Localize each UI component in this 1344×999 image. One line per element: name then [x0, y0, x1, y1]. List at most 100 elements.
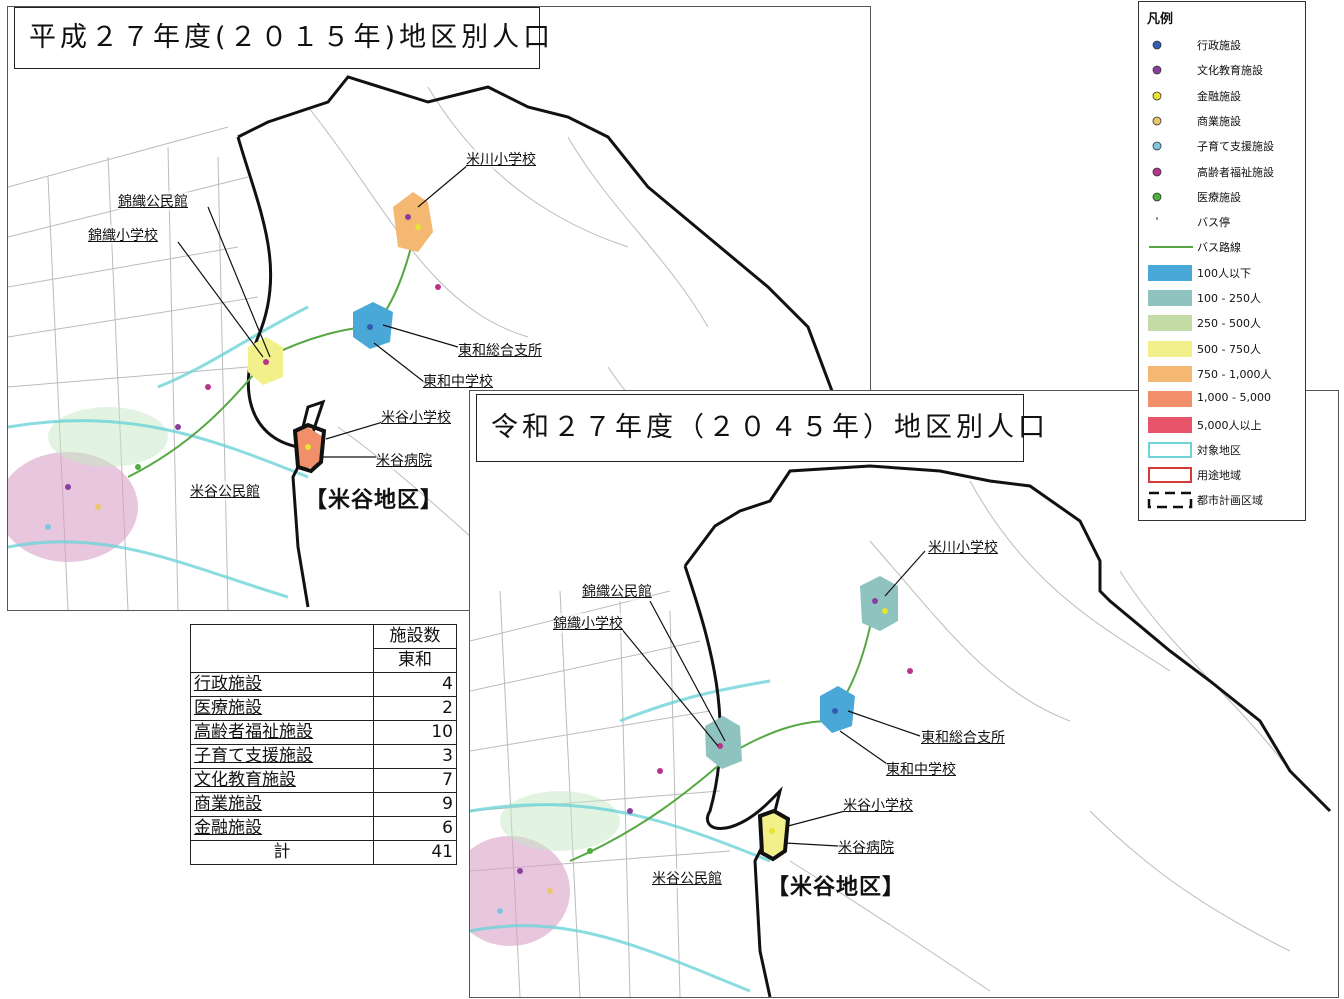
legend-item: 1,000 - 5,000 — [1139, 388, 1305, 410]
district-label-2015: 【米谷地区】 — [305, 488, 444, 513]
legend-item: 商業施設 — [1139, 110, 1305, 132]
label-maiya-hospital: 米谷病院 — [838, 837, 894, 857]
legend-item: 250 - 500人 — [1139, 312, 1305, 334]
label-nishikiori-hall: 錦織公民館 — [582, 581, 652, 601]
label-nishikiori-school: 錦織小学校 — [88, 225, 158, 245]
legend-item-label: 高齢者福祉施設 — [1197, 165, 1274, 179]
legend-symbol-fill — [1147, 289, 1193, 307]
river-lines — [8, 305, 309, 599]
legend-item: 500 - 750人 — [1139, 338, 1305, 360]
legend-item-label: 100 - 250人 — [1197, 292, 1261, 305]
city-boundary — [683, 464, 1332, 997]
label-maiya-hall: 米谷公民館 — [190, 481, 260, 501]
legend-title: 凡例 — [1147, 12, 1174, 27]
legend-item: 750 - 1,000人 — [1139, 363, 1305, 385]
legend-item-label: 100人以下 — [1197, 266, 1251, 280]
legend-symbol-tick — [1147, 213, 1193, 231]
legend-item-label: 金融施設 — [1197, 89, 1241, 103]
legend-symbol-dot — [1147, 36, 1193, 54]
legend-item-label: 文化教育施設 — [1197, 64, 1263, 78]
legend-symbol-dash — [1147, 491, 1193, 509]
maiya-district-outline — [757, 808, 791, 862]
label-maiya-hospital: 米谷病院 — [376, 450, 432, 470]
legend-item: バス停 — [1139, 211, 1305, 233]
label-yonekawa-school: 米川小学校 — [466, 149, 536, 169]
legend-item-label: 対象地区 — [1197, 443, 1241, 457]
legend-symbol-dot — [1147, 87, 1193, 105]
bus-route — [127, 216, 419, 478]
legend-item-label: 用途地域 — [1197, 469, 1241, 483]
legend-symbol-fill — [1147, 264, 1193, 282]
legend-item: 100 - 250人 — [1139, 287, 1305, 309]
legend-item: 医療施設 — [1139, 186, 1305, 208]
legend-item: 用途地域 — [1139, 464, 1305, 486]
leader-lines — [177, 164, 469, 458]
label-towa-middle: 東和中学校 — [423, 371, 493, 391]
legend-item-label: 500 - 750人 — [1197, 342, 1261, 356]
legend-item-label: 5,000人以上 — [1197, 418, 1262, 432]
road-network — [470, 480, 1291, 997]
legend-symbol-dot — [1147, 188, 1193, 206]
label-nishikiori-school: 錦織小学校 — [553, 613, 623, 633]
map-legend: 凡例 行政施設文化教育施設金融施設商業施設子育て支援施設高齢者福祉施設医療施設バ… — [1138, 1, 1306, 521]
legend-item: 金融施設 — [1139, 85, 1305, 107]
label-towa-middle: 東和中学校 — [886, 759, 956, 779]
legend-symbol-fill — [1147, 340, 1193, 358]
legend-item: 行政施設 — [1139, 34, 1305, 56]
population-cells — [705, 576, 898, 857]
label-maiya-hall: 米谷公民館 — [652, 868, 722, 888]
legend-symbol-fill — [1147, 390, 1193, 408]
table-corner — [190, 624, 374, 673]
legend-symbol-fill — [1147, 365, 1193, 383]
legend-symbol-dot — [1147, 112, 1193, 130]
legend-item-label: 行政施設 — [1197, 39, 1241, 52]
legend-item: 文化教育施設 — [1139, 59, 1305, 81]
legend-symbol-outline — [1147, 466, 1193, 484]
urban-core — [470, 791, 620, 946]
legend-item: 対象地区 — [1139, 439, 1305, 461]
district-label-2045: 【米谷地区】 — [767, 875, 906, 900]
legend-item-label: 商業施設 — [1197, 114, 1241, 128]
label-towa-branch: 東和総合支所 — [458, 340, 542, 360]
label-maiya-school: 米谷小学校 — [381, 407, 451, 427]
leader-lines — [619, 550, 926, 847]
legend-item-label: 1,000 - 5,000 — [1197, 391, 1271, 405]
table-header-sub: 東和 — [373, 648, 457, 673]
table-header-top: 施設数 — [373, 624, 457, 649]
facility-dots — [45, 214, 441, 530]
legend-item-label: 子育て支援施設 — [1197, 140, 1274, 154]
facility-dots — [497, 598, 913, 914]
bus-route — [569, 600, 876, 862]
legend-symbol-line — [1147, 238, 1195, 256]
map-2045-canvas — [470, 464, 1332, 997]
urban-core — [8, 407, 168, 562]
label-yonekawa-school: 米川小学校 — [928, 537, 998, 557]
legend-symbol-dot — [1147, 61, 1193, 79]
river-lines — [470, 679, 771, 993]
legend-symbol-fill — [1147, 416, 1193, 434]
legend-item-label: 250 - 500人 — [1197, 317, 1261, 331]
legend-item-label: 医療施設 — [1197, 190, 1241, 204]
legend-symbol-outline — [1147, 441, 1193, 459]
label-maiya-school: 米谷小学校 — [843, 795, 913, 815]
map-2045-title: 令和２７年度（２０４５年）地区別人口 — [476, 394, 1045, 462]
legend-item: バス路線 — [1139, 236, 1305, 258]
label-nishikiori-hall: 錦織公民館 — [118, 191, 188, 211]
label-towa-branch: 東和総合支所 — [921, 727, 1005, 747]
legend-item-label: バス停 — [1197, 216, 1230, 230]
map-2015-title: 平成２７年度(２０１５年)地区別人口 — [14, 7, 550, 69]
maiya-district-outline — [292, 422, 327, 474]
legend-item-label: バス路線 — [1197, 241, 1241, 255]
legend-item: 子育て支援施設 — [1139, 135, 1305, 157]
legend-symbol-dot — [1147, 137, 1193, 155]
population-map-2015[interactable]: 平成２７年度(２０１５年)地区別人口 米川小学校 錦織公民館 錦織小学校 東和総… — [7, 6, 871, 611]
